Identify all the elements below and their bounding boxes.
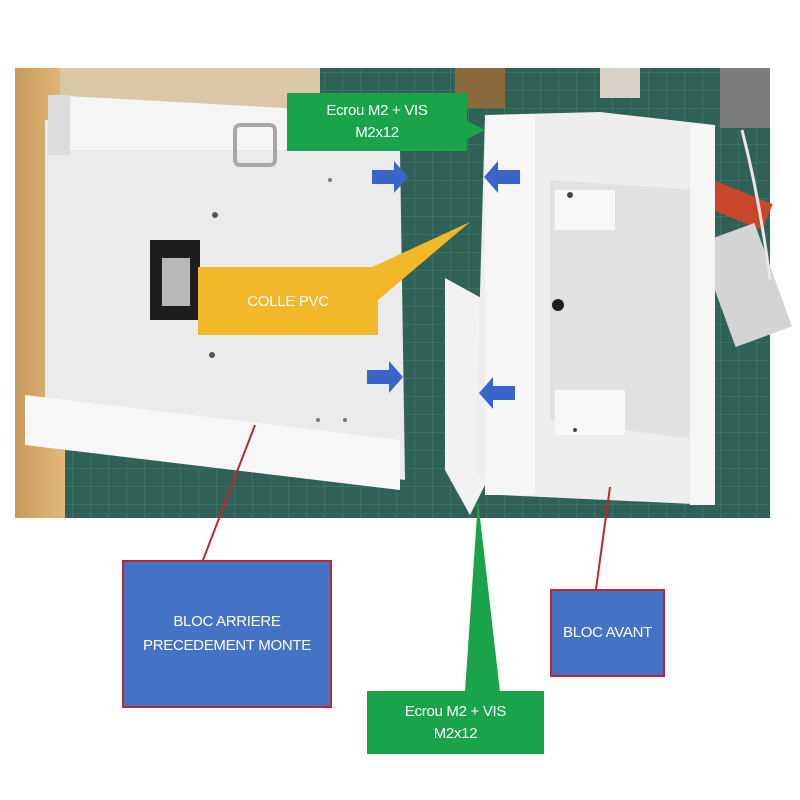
top-label-pointer [465,120,485,140]
rear-block-leader-line [202,424,256,561]
glue-callout-pointer [370,222,470,300]
nut-screw-label-bottom: Ecrou M2 + VIS M2x12 [367,691,544,754]
rear-block-shape [25,95,405,490]
callout-pointers [202,120,611,692]
front-block-leader-line [595,486,611,590]
arrow-right-icon [372,161,408,193]
assembly-arrows [367,161,520,409]
bottom-label-pointer [465,500,500,692]
nut-screw-label-top: Ecrou M2 + VIS M2x12 [287,93,467,151]
arrow-right-icon [367,361,403,393]
front-block-label: BLOC AVANT [550,589,665,677]
arrow-left-icon [484,161,520,193]
rear-block-label: BLOC ARRIERE PRECEDEMENT MONTE [122,560,332,708]
arrow-left-icon [479,377,515,409]
pvc-glue-label: COLLE PVC [198,267,378,335]
front-block-shape [445,112,715,515]
